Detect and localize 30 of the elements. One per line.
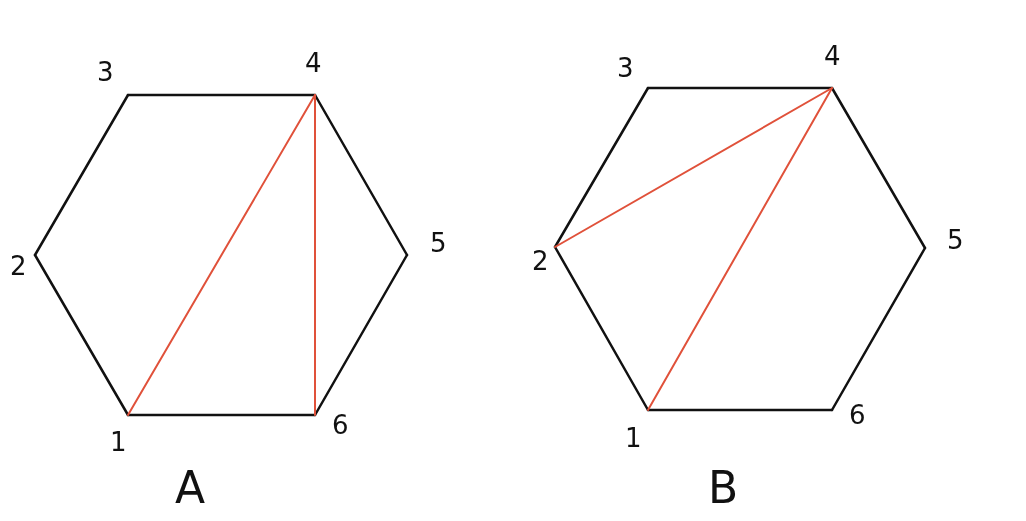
hexagon-side bbox=[33, 253, 130, 417]
vertex-number: 5 bbox=[947, 225, 964, 255]
vertex-number: 5 bbox=[430, 228, 447, 258]
vertex-number: 3 bbox=[97, 57, 114, 87]
vertex-number: 4 bbox=[305, 48, 322, 78]
hexagon-side bbox=[126, 93, 317, 97]
hexagon-side bbox=[126, 413, 317, 417]
vertex-number: 1 bbox=[625, 423, 642, 453]
hexagon-side bbox=[646, 86, 834, 90]
hexagon-side bbox=[553, 245, 650, 412]
vertex-number: 3 bbox=[617, 53, 634, 83]
diagonal-line bbox=[314, 94, 316, 416]
diagonal-line bbox=[647, 87, 833, 411]
figure-label: B bbox=[708, 463, 739, 513]
hexagon-side bbox=[313, 253, 409, 417]
hexagon-side bbox=[33, 93, 130, 257]
hexagon-side bbox=[830, 86, 927, 250]
hexagon-side bbox=[313, 93, 409, 257]
vertex-number: 6 bbox=[332, 410, 349, 440]
diagonal-line bbox=[554, 87, 833, 248]
vertex-number: 1 bbox=[110, 427, 127, 457]
diagonal-line bbox=[127, 94, 316, 416]
figure-label: A bbox=[175, 463, 206, 513]
hexagon-side bbox=[646, 408, 834, 412]
vertex-number: 4 bbox=[824, 41, 841, 71]
vertex-number: 6 bbox=[849, 400, 866, 430]
vertex-number: 2 bbox=[532, 246, 549, 276]
vertex-number: 2 bbox=[10, 251, 27, 281]
hexagon-side bbox=[830, 246, 927, 412]
hexagon-side bbox=[553, 86, 650, 249]
